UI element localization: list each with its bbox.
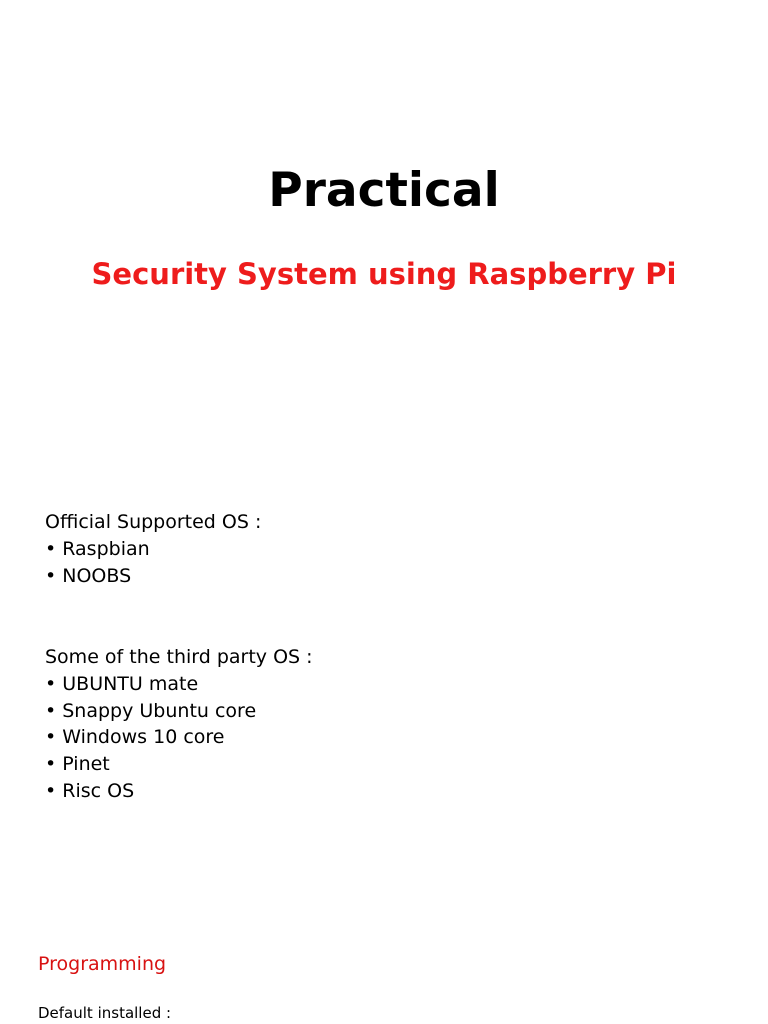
default-installed-label: Default installed : (38, 1004, 172, 1022)
list-item: • Snappy Ubuntu core (45, 699, 257, 722)
official-os-heading: Official Supported OS : (45, 511, 262, 533)
list-item: • Windows 10 core (45, 726, 225, 749)
list-item: • Pinet (45, 753, 110, 776)
programming-heading: Programming (38, 953, 167, 975)
list-item: • Risc OS (45, 779, 135, 802)
list-item: • NOOBS (45, 564, 132, 587)
page-title: Practical (268, 163, 500, 218)
list-item: • UBUNTU mate (45, 672, 199, 695)
official-os-section: Official Supported OS : • Raspbian • NOO… (45, 509, 261, 589)
third-party-os-heading: Some of the third party OS : (45, 646, 313, 668)
third-party-os-section: Some of the third party OS : • UBUNTU ma… (45, 644, 313, 805)
list-item: • Raspbian (45, 537, 150, 560)
page-subtitle: Security System using Raspberry Pi (91, 257, 677, 291)
